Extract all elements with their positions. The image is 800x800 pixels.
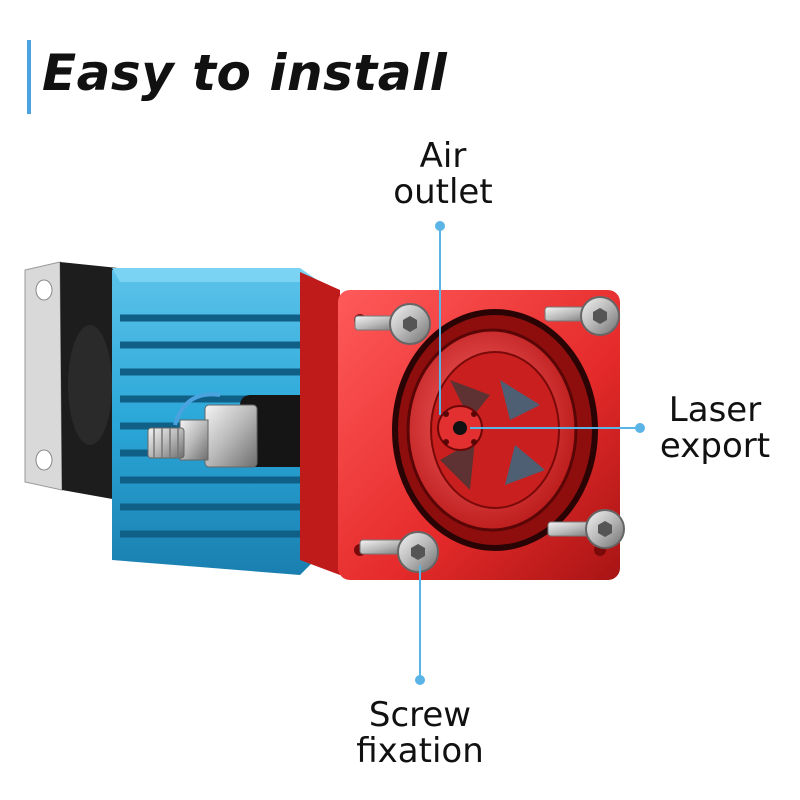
screw-top-left [354, 303, 431, 345]
rear-fan [24, 261, 118, 500]
screw-bottom-left [359, 531, 439, 573]
page-title: Easy to install [42, 44, 448, 102]
screw-bottom-right [547, 509, 625, 549]
lens-assembly [392, 309, 598, 551]
callout-screw-fixation [415, 565, 425, 685]
laser-export-label-line2: export [659, 426, 771, 466]
air-outlet-label-line2: outlet [393, 172, 493, 212]
screw-fixation-label-line2: fixation [356, 731, 484, 771]
screw-fixation-label-line1: Screw [368, 695, 472, 735]
callout-laser-export [470, 423, 645, 433]
screw-fixation-label: Screw fixation [345, 697, 495, 769]
air-outlet-label: Air outlet [380, 138, 506, 210]
air-outlet-label-line1: Air [419, 136, 467, 176]
title-accent-bar [27, 40, 31, 114]
screw-top-right [544, 296, 620, 336]
head-side [300, 272, 340, 575]
callout-air-outlet [435, 221, 445, 415]
laser-export-label-line1: Laser [668, 390, 762, 430]
laser-export-label: Laser export [640, 392, 790, 464]
